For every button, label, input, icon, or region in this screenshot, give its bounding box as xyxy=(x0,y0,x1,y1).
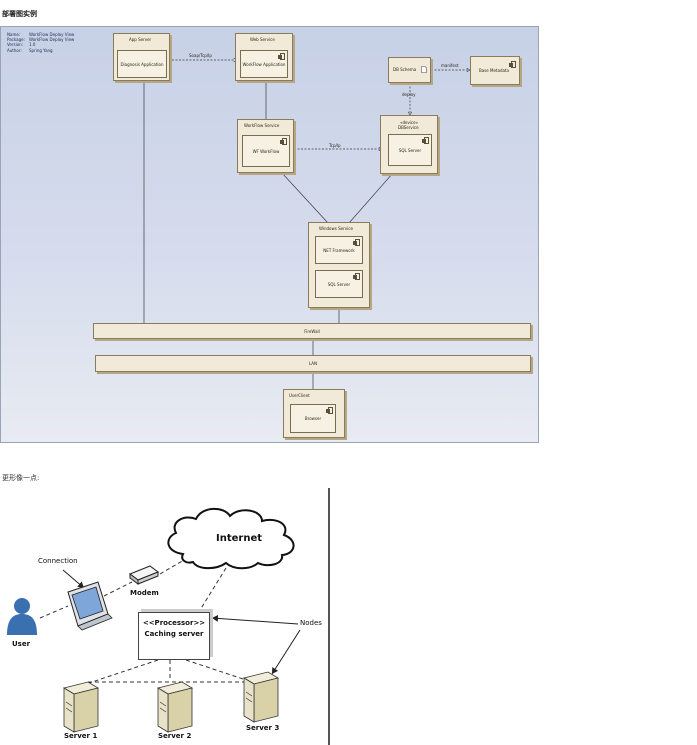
modem-icon xyxy=(128,565,160,585)
node-windows-service: Windows Service NET Framework SQL Server xyxy=(308,222,370,308)
page-heading: 部署图实例 xyxy=(2,10,37,18)
node-db-schema: DB Schema xyxy=(388,57,431,83)
node-workflow-service: WorkFlow Service WF WorkFlow xyxy=(237,119,294,173)
modem-label: Modem xyxy=(130,589,159,597)
component-net-framework: NET Framework xyxy=(315,236,363,264)
component-sql-server: SQL Server xyxy=(388,134,432,166)
node-user-client: UserClient Browser xyxy=(283,389,345,438)
node-app-server: App Server Diagnosis Application xyxy=(113,33,170,81)
node-base-metadata: Base Metadata xyxy=(470,56,520,85)
server-icon xyxy=(156,681,194,733)
internet-cloud xyxy=(167,507,295,570)
component-browser: Browser xyxy=(290,404,336,433)
server-icon xyxy=(242,671,280,723)
user-icon xyxy=(7,598,37,635)
server-1-label: Server 1 xyxy=(64,732,98,740)
node-db-service: «device» DBService SQL Server xyxy=(380,115,438,174)
caching-server-node: <<Processor>> Caching server xyxy=(138,612,210,660)
server-icon xyxy=(62,681,100,733)
nodes-label: Nodes xyxy=(300,619,322,627)
edge-label-soap: Soap/Tcp/Ip xyxy=(189,53,212,58)
user-label: User xyxy=(12,640,31,648)
component-sql-server: SQL Server xyxy=(315,270,363,298)
connection-label: Connection xyxy=(38,557,78,565)
component-diagnosis-application: Diagnosis Application xyxy=(117,50,167,78)
monitor-icon xyxy=(67,581,113,631)
edge-label-manifest: manifest xyxy=(441,63,459,68)
edge-label-tcpip: Tcp/Ip xyxy=(329,143,341,148)
server-3-label: Server 3 xyxy=(246,724,280,732)
component-workflow-application: WorkFlow Application xyxy=(240,50,288,78)
node-web-service: Web Service WorkFlow Application xyxy=(235,33,293,81)
diagram-connectors xyxy=(143,27,540,389)
lan-bar: LAN xyxy=(95,355,531,372)
deployment-diagram: Name:WorkFlow Deploy View Package:WorkFl… xyxy=(0,26,539,443)
network-drawing xyxy=(7,507,301,733)
document-icon xyxy=(421,66,427,73)
edge-label-deploy: deploy xyxy=(402,92,416,97)
diagram-metadata: Name:WorkFlow Deploy View Package:WorkFl… xyxy=(7,32,75,53)
page-subheading: 更形像一点: xyxy=(2,474,40,482)
component-icon xyxy=(509,61,516,68)
network-diagram: Internet Connection Modem User Nodes <<P… xyxy=(0,488,330,745)
component-wf-workflow: WF WorkFlow xyxy=(242,135,290,167)
server-2-label: Server 2 xyxy=(158,732,192,740)
firewall-bar: FireWall xyxy=(93,323,531,339)
internet-label: Internet xyxy=(216,533,263,544)
